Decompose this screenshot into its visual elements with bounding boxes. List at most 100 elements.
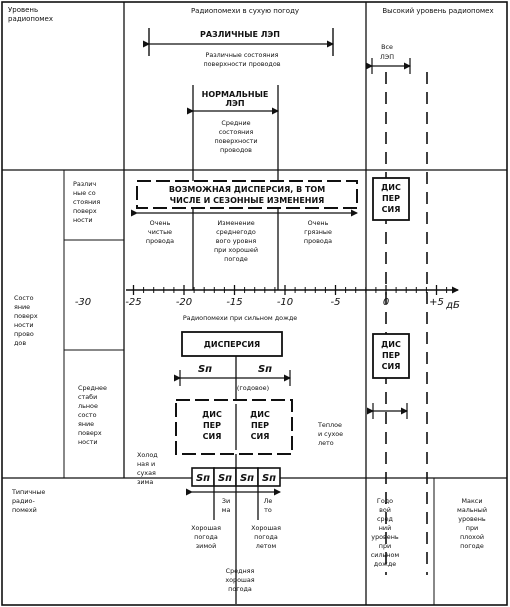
max-bad-5: плохой	[460, 533, 484, 541]
seasonal-sn-boxes	[191, 467, 281, 487]
disp-rain-right-2: ПЕР	[382, 351, 400, 360]
mean-good-1: Средняя	[226, 567, 255, 575]
mean-states-line4: проводов	[220, 146, 252, 154]
winter-1: Зи	[222, 497, 230, 505]
different-states-line1: Различные состояния	[206, 51, 279, 59]
sn-box-1: Sп	[196, 473, 210, 484]
annual-change-line1: Изменение	[217, 219, 254, 227]
state-label-5: прово	[14, 330, 34, 338]
possible-dispersion-line2: ЧИСЛЕ И СЕЗОННЫЕ ИЗМЕНЕНИЯ	[170, 196, 325, 205]
annual-mean-rain-1: Годо	[377, 497, 393, 505]
mean-states-line1: Средние	[221, 119, 250, 127]
possible-dispersion-box	[136, 180, 358, 209]
warm-dry-1: Теплое	[317, 421, 342, 429]
mean-states-line2: состояния	[219, 128, 254, 136]
very-clean-line2: чистые	[148, 228, 172, 236]
summer-1: Ле	[264, 497, 273, 505]
good-winter-2: погода	[194, 533, 218, 541]
dispersion-box-top-right	[372, 177, 410, 221]
typical-label-1: Типичные	[11, 488, 45, 496]
all-lines-line1: Все	[381, 43, 393, 51]
annual-mean-rain-3: сред	[377, 515, 394, 523]
disp-rain-right-1: ДИС	[381, 340, 401, 349]
row-label-different-1: Различ	[73, 180, 96, 188]
sn-box-2: Sп	[218, 473, 232, 484]
axis-tick-label: -10	[277, 297, 293, 308]
warm-dry-3: лето	[318, 439, 334, 447]
annual-change-line5: погоде	[224, 255, 248, 263]
different-lines-title: РАЗЛИЧНЫЕ ЛЭП	[200, 30, 280, 39]
state-label-3: поверх	[14, 312, 38, 320]
typical-label-3: помехй	[12, 506, 37, 514]
sn-box-3: Sп	[240, 473, 254, 484]
row-label-different-3: стояния	[73, 198, 100, 206]
rain-dispersion-label: ДИСПЕРСИЯ	[204, 340, 260, 349]
state-label-2: яние	[14, 303, 30, 311]
cold-dry-1: Холод	[137, 451, 158, 459]
cold-dry-4: зима	[137, 478, 153, 486]
warm-dry-2: и сухое	[318, 430, 343, 438]
disp-rain-right-3: СИЯ	[382, 362, 401, 371]
mean-row-label-5: яние	[78, 420, 94, 428]
different-states-line2: поверхности проводов	[203, 60, 280, 68]
good-winter-1: Хорошая	[191, 524, 221, 532]
sn-label-left: Sп	[198, 364, 212, 375]
cold-dry-3: сухая	[137, 469, 156, 477]
axis-tick-label: -15	[226, 297, 242, 308]
axis-tick-label: +5	[429, 297, 444, 308]
very-dirty-line2: грязные	[304, 228, 332, 236]
rain-title: Радиопомехи при сильном дожде	[183, 314, 297, 322]
very-dirty-line1: Очень	[308, 219, 329, 227]
mean-row-label-7: ности	[78, 438, 97, 446]
state-label-6: дов	[14, 339, 26, 347]
annual-mean-rain-7: сильном	[371, 551, 400, 559]
max-bad-1: Макси	[462, 497, 483, 505]
annual-mean-rain-5: уровень	[371, 533, 399, 541]
annual-change-line2: среднегодо	[216, 228, 256, 236]
all-lines-line2: ЛЭП	[380, 53, 394, 61]
normal-lines-title-line1: НОРМАЛЬНЫЕ	[202, 90, 269, 99]
annual-mean-rain-2: вой	[379, 506, 391, 514]
rain-dispersion-box	[181, 331, 283, 357]
state-label-1: Состо	[14, 294, 34, 302]
max-bad-4: при	[466, 524, 478, 532]
rain-disp-left-1: ДИС	[202, 410, 222, 419]
mean-row-label-2: стаби	[78, 393, 97, 401]
max-bad-6: погоде	[460, 542, 484, 550]
very-clean-line1: Очень	[150, 219, 171, 227]
disp-top-right-1: ДИС	[381, 183, 401, 192]
db-axis-ticks	[132, 285, 448, 295]
axis-tick-label: 0	[383, 297, 389, 308]
rain-disp-mid-1: ДИС	[250, 410, 270, 419]
level-header-line1: Уровень	[8, 6, 38, 14]
sn-box-4: Sп	[262, 473, 276, 484]
annual-mean-rain-6: при	[379, 542, 391, 550]
mean-good-2: хорошая	[225, 576, 254, 584]
mean-row-label-1: Среднее	[78, 384, 107, 392]
axis-tick-label: -30	[75, 297, 91, 308]
rain-disp-mid-2: ПЕР	[251, 421, 269, 430]
axis-tick-label: -25	[125, 297, 141, 308]
winter-2: ма	[222, 506, 231, 514]
disp-top-right-3: СИЯ	[382, 205, 401, 214]
cold-dry-2: ная и	[137, 460, 155, 468]
annual-change-line4: при хорошей	[214, 246, 258, 254]
db-axis-unit: дБ	[445, 300, 460, 311]
possible-dispersion-line1: ВОЗМОЖНАЯ ДИСПЕРСИЯ, В ТОМ	[169, 185, 325, 194]
right-dashed-guides	[385, 72, 428, 575]
very-dirty-line3: провода	[304, 237, 332, 245]
level-header-line2: радиопомех	[8, 15, 53, 23]
typical-label-2: радио-	[12, 497, 35, 505]
row-label-different-5: ности	[73, 216, 92, 224]
good-summer-3: летом	[256, 542, 277, 550]
good-summer-1: Хорошая	[251, 524, 281, 532]
rain-disp-left-2: ПЕР	[203, 421, 221, 430]
mean-good-3: погода	[228, 585, 252, 593]
high-level-header: Высокий уровень радиопомех	[382, 7, 493, 15]
annual-label: (годовое)	[237, 384, 269, 392]
sn-label-right: Sп	[258, 364, 272, 375]
annual-mean-rain-4: ний	[379, 524, 392, 532]
mean-row-label-4: состо	[78, 411, 97, 419]
